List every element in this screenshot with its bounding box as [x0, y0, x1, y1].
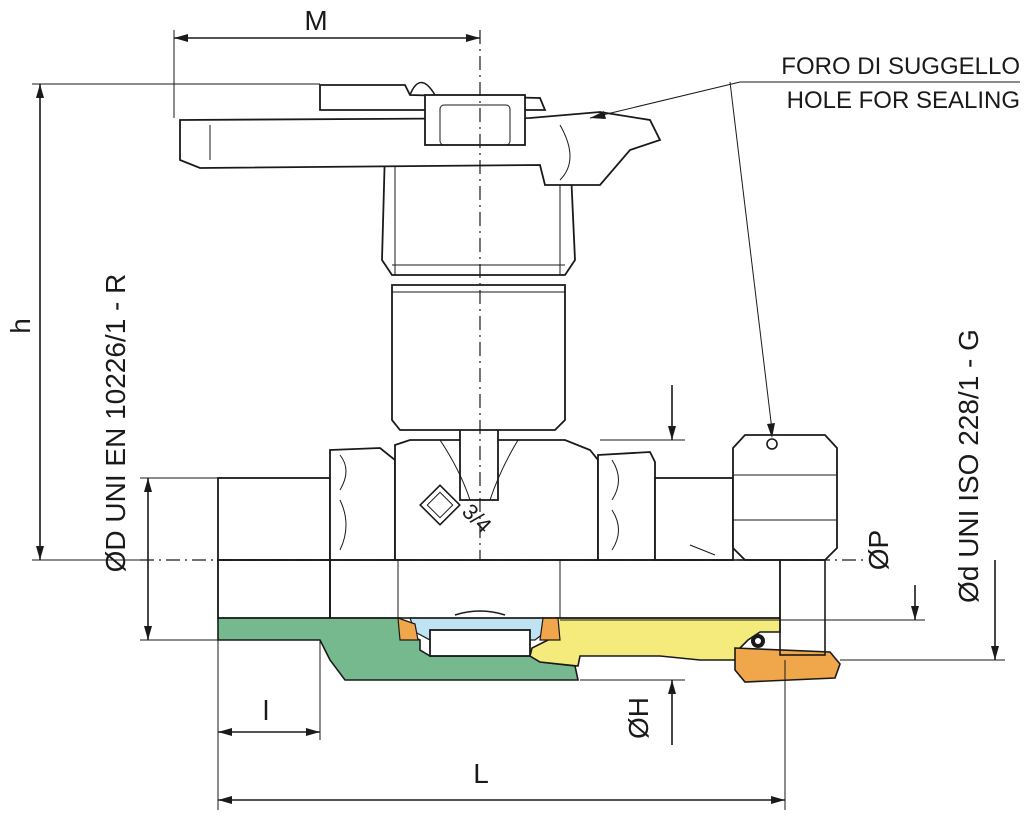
- dim-m-label: M: [304, 5, 327, 36]
- left-gasket: [397, 617, 419, 641]
- sealing-note-it: FORO DI SUGGELLO: [781, 53, 1020, 80]
- thread-male-label: ØD UNI EN 10226/1 - R: [100, 274, 131, 573]
- right-gasket: [539, 617, 561, 641]
- dimension-lines: [32, 30, 1020, 810]
- brand-logo-mark: [419, 484, 461, 526]
- dim-op-label: ØP: [863, 530, 894, 570]
- thread-female-label: Ød UNI ISO 228/1 - G: [953, 329, 984, 603]
- dim-L-label: L: [473, 758, 489, 789]
- labels: M h l L ØH ØP ØD UNI EN 10226/1 - R Ød U…: [5, 5, 1020, 789]
- dim-l-small-label: l: [263, 695, 269, 726]
- cut-section: [217, 610, 841, 683]
- dim-h-label: h: [5, 318, 36, 334]
- centerlines: [140, 30, 865, 561]
- handle-assembly: [179, 81, 662, 501]
- sealing-hole: [766, 438, 778, 450]
- yellow-body-section: [529, 617, 781, 667]
- orange-union-ring: [734, 647, 841, 683]
- dim-oh-label: ØH: [623, 697, 654, 739]
- sealing-note-en: HOLE FOR SEALING: [787, 87, 1020, 114]
